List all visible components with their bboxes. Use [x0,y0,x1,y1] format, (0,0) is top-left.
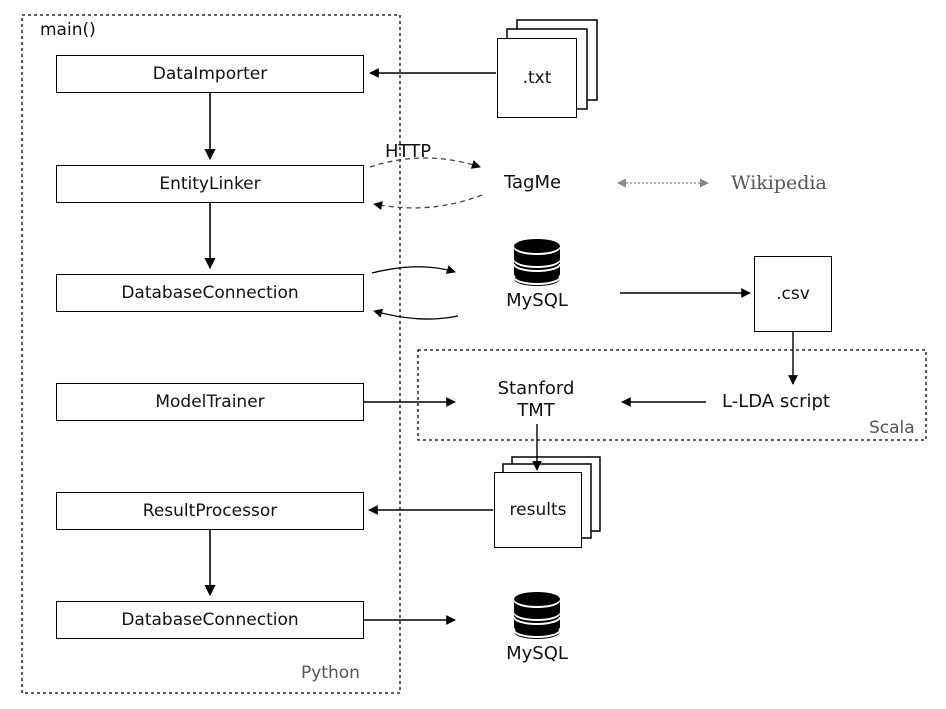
mysql-label: MySQL [506,290,568,311]
txt-file: .txt [497,38,577,118]
arrow-http-request [369,157,481,169]
stanford-tmt-label-line2: TMT [517,400,555,421]
python-group-title: main() [40,20,96,40]
database-icon [513,239,561,286]
python-group-border [21,14,401,694]
mysql-label-2: MySQL [506,643,568,664]
tagme-label: TagMe [504,172,562,193]
arrow-http-response [373,194,483,211]
results-file: results [494,472,582,548]
http-label: HTTP [385,141,432,162]
database-icon [513,592,561,639]
scala-group-border [417,349,927,441]
python-group-language: Python [301,663,360,683]
result-processor-box: ResultProcessor [56,492,364,530]
database-connection-box: DatabaseConnection [56,274,364,312]
stanford-tmt-label-line1: Stanford [497,378,575,399]
arrow-mysql-to-dbconn [373,308,459,320]
database-connection-box-2: DatabaseConnection [56,601,364,639]
wikipedia-label: Wikipedia [731,172,827,194]
model-trainer-box: ModelTrainer [56,383,364,421]
entity-linker-box: EntityLinker [56,165,364,203]
arrow-dbconn-to-mysql [371,265,456,274]
llda-script-label: L-LDA script [722,391,830,412]
data-importer-box: DataImporter [56,55,364,93]
csv-file: .csv [754,256,832,332]
scala-group-language: Scala [869,418,915,438]
